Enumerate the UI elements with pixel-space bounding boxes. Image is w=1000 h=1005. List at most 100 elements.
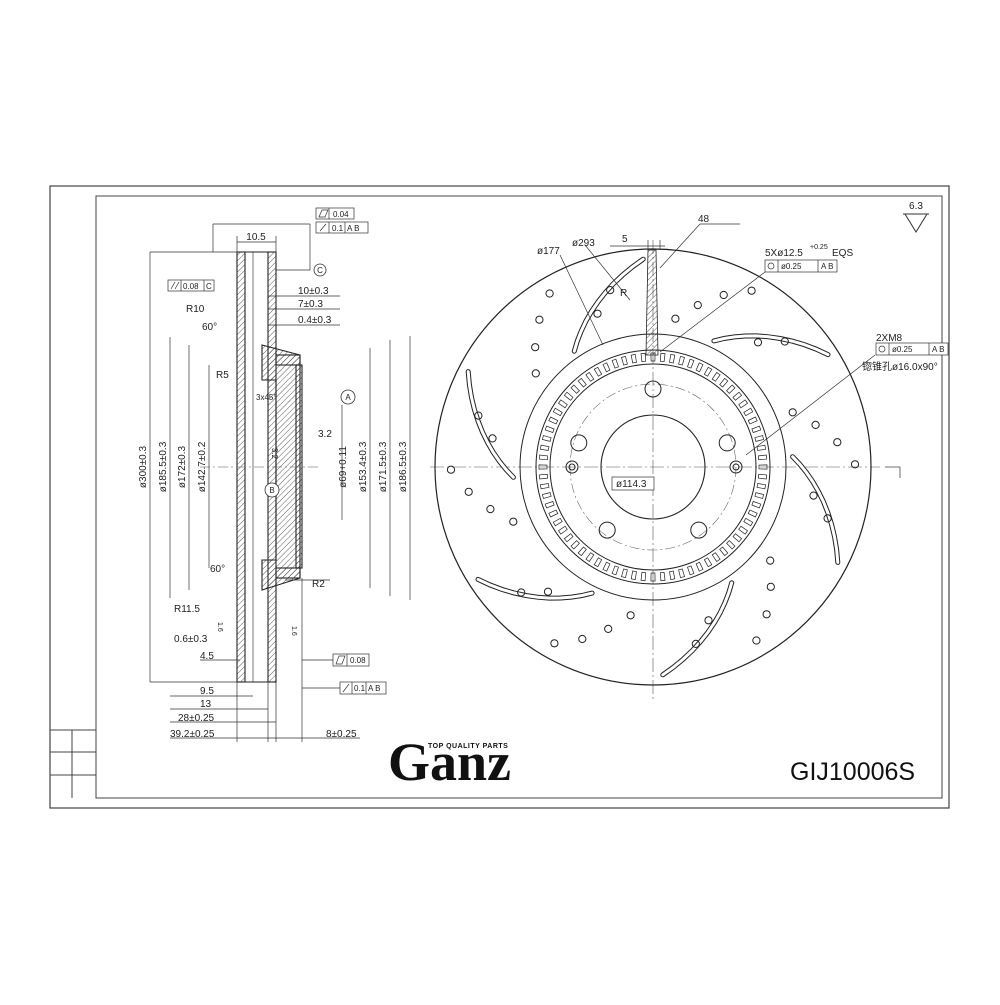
- dim-10: 10±0.3: [298, 286, 329, 297]
- tone-ring-tooth: [669, 353, 676, 364]
- center-bore: [600, 414, 706, 520]
- part-number: GIJ10006S: [790, 758, 915, 786]
- label-angle-top: 60°: [202, 322, 217, 333]
- svg-text:C: C: [206, 282, 212, 291]
- tone-ring-tooth: [539, 483, 550, 490]
- drill-hole: [446, 465, 456, 474]
- tone-ring-tooth: [544, 501, 555, 509]
- drill-hole: [671, 314, 680, 323]
- tone-ring-tooth: [758, 473, 768, 480]
- drill-hole: [762, 610, 771, 619]
- dim-d69: ø69+0.11: [338, 446, 349, 488]
- tone-ring-tooth: [711, 552, 721, 562]
- tone-ring-tooth: [687, 358, 695, 369]
- label-r2: R2: [312, 579, 325, 590]
- tone-ring-tooth: [538, 454, 548, 461]
- dim-d142: ø142.7±0.2: [197, 441, 208, 492]
- label-1-6b: 1.6: [290, 626, 297, 636]
- drawing-frame: [49, 185, 950, 809]
- pcd-label: ø114.3: [611, 476, 655, 491]
- tone-ring-tooth: [695, 362, 704, 373]
- dim-d300: ø300±0.3: [138, 445, 149, 488]
- tol-flatness-top: 0.04: [315, 207, 355, 220]
- title-block-grid: [50, 729, 96, 798]
- drill-hole: [811, 420, 820, 429]
- tone-ring-tooth: [585, 552, 595, 562]
- dim-13: 13: [200, 699, 212, 710]
- dim-0-4: 0.4±0.3: [298, 315, 332, 326]
- brake-slot-inner: [572, 257, 645, 353]
- svg-text:A B: A B: [821, 262, 833, 271]
- dim-d185: ø185.5±0.3: [158, 441, 169, 492]
- drill-hole: [766, 582, 775, 591]
- tone-ring-tooth: [548, 416, 559, 425]
- tone-ring-tooth: [611, 358, 619, 369]
- tone-ring-tooth: [558, 399, 568, 409]
- brake-slot: [571, 256, 646, 354]
- svg-text:B: B: [269, 486, 274, 495]
- tone-ring-tooth: [738, 525, 748, 535]
- drill-hole: [578, 634, 587, 644]
- svg-text:ø0.25: ø0.25: [781, 262, 802, 271]
- holes-callout: 5Xø12.5 +0.25 EQS ø0.25 A B: [764, 244, 853, 273]
- label-1-6a: 1.6: [216, 622, 223, 632]
- svg-text:A: A: [345, 393, 351, 402]
- dim-0-6: 0.6±0.3: [174, 634, 208, 645]
- svg-text:0.1: 0.1: [354, 684, 366, 693]
- tone-ring-tooth: [552, 407, 563, 417]
- tone-ring-tooth: [630, 570, 637, 581]
- thread-hole-left: [565, 460, 579, 474]
- lug-holes: [570, 380, 736, 539]
- drill-hole: [488, 434, 497, 443]
- svg-text:ø114.3: ø114.3: [616, 479, 647, 490]
- drill-hole: [474, 411, 483, 420]
- tone-ring-tooth: [621, 355, 628, 366]
- tone-ring-tooth: [563, 391, 574, 401]
- tone-ring-tooth: [585, 372, 595, 382]
- drill-hole: [704, 616, 713, 625]
- brand-name: Ganz: [388, 732, 511, 792]
- tone-ring-teeth: [538, 352, 768, 582]
- svg-text:EQS: EQS: [832, 248, 853, 259]
- dim-7: 7±0.3: [298, 299, 323, 310]
- tol-flatness-bottom: 0.08: [302, 653, 370, 667]
- label-d293: ø293: [572, 238, 595, 249]
- brand-logo: Ganz TOP QUALITY PARTS: [388, 732, 511, 792]
- drill-hole: [766, 556, 775, 565]
- label-angle-bottom: 60°: [210, 564, 225, 575]
- brake-slot: [465, 369, 516, 480]
- brake-slot-inner: [712, 334, 830, 357]
- brake-slot-inner: [661, 581, 734, 677]
- tone-ring-tooth: [738, 399, 748, 409]
- tone-ring-tooth: [726, 540, 736, 550]
- tone-ring-tooth: [552, 517, 563, 527]
- label-chamfer: 3x45°: [256, 393, 277, 402]
- label-rough-b: 3.2: [318, 429, 332, 440]
- tone-ring-tooth: [751, 501, 762, 509]
- tone-ring-tooth: [563, 533, 574, 543]
- datum-c: C: [313, 263, 327, 277]
- svg-text:锪锥孔ø16.0x90°: 锪锥孔ø16.0x90°: [862, 360, 938, 373]
- drill-hole: [747, 286, 756, 295]
- label-radius-r: R: [620, 288, 627, 299]
- svg-text:5Xø12.5: 5Xø12.5: [765, 248, 803, 259]
- tone-ring-tooth: [538, 464, 548, 470]
- section-view: 10.5 10±0.3 7±0.3 0.4±0.3 R10 60° R5 3x4…: [138, 207, 411, 742]
- drill-hole: [809, 491, 818, 500]
- svg-text:A B: A B: [347, 224, 359, 233]
- drill-hole: [719, 290, 728, 300]
- lug-hole: [598, 521, 616, 539]
- dim-8: 8±0.25: [326, 729, 357, 740]
- svg-text:0.04: 0.04: [333, 210, 349, 219]
- front-leaders: [559, 223, 901, 478]
- lug-hole: [690, 521, 708, 539]
- tone-ring-tooth: [703, 366, 713, 377]
- outer-border: [49, 185, 950, 809]
- drill-hole: [486, 505, 495, 514]
- dim-d172: ø172±0.3: [177, 445, 188, 488]
- tone-ring-tooth: [754, 435, 765, 442]
- tone-ring-tooth: [719, 546, 729, 557]
- datum-a: A: [340, 389, 356, 405]
- svg-text:0.1: 0.1: [332, 224, 344, 233]
- tone-ring-tooth: [754, 492, 765, 499]
